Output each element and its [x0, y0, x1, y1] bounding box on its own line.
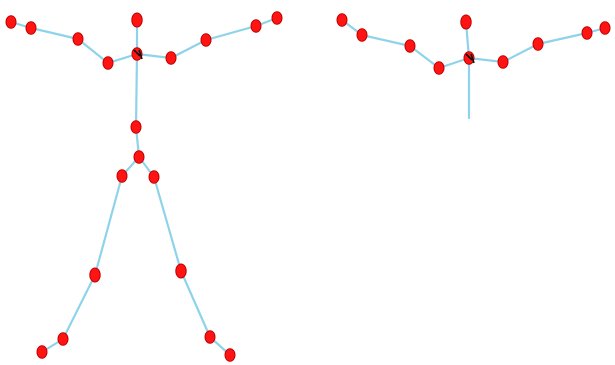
- bone-r_knee-r_ankle: [181, 271, 210, 337]
- joint-pelvis: [134, 151, 144, 163]
- joint-r-hip: [149, 171, 159, 183]
- joint-r-shoulder: [166, 52, 176, 64]
- joint-l-hand: [337, 14, 347, 26]
- joint-r-elbow: [533, 38, 543, 50]
- bone-l_elbow-l_wrist: [362, 35, 410, 46]
- upper-body-skeleton: [337, 14, 610, 118]
- joint-head: [461, 15, 471, 29]
- bone-r_hip-r_knee: [154, 177, 181, 271]
- joint-l-elbow: [405, 40, 415, 52]
- joint-r-hand: [600, 22, 610, 34]
- joint-l-elbow: [73, 33, 83, 45]
- joint-neck: [464, 52, 474, 64]
- joint-r-elbow: [201, 34, 211, 46]
- joint-r-ankle: [205, 331, 215, 343]
- joint-l-wrist: [357, 29, 367, 41]
- bone-r_shoulder-r_elbow: [171, 40, 206, 58]
- joint-r-hand: [272, 12, 282, 24]
- bone-l_hip-l_knee: [95, 176, 122, 275]
- bone-r_shoulder-r_elbow: [503, 44, 538, 62]
- joint-spine: [131, 121, 141, 133]
- bone-l_knee-l_ankle: [63, 275, 95, 339]
- bone-r_elbow-r_wrist: [206, 26, 256, 40]
- joint-head: [132, 13, 142, 27]
- joint-l-foot: [37, 346, 47, 358]
- joint-l-wrist: [26, 22, 36, 34]
- joint-r-foot: [225, 349, 235, 361]
- joint-l-shoulder: [103, 57, 113, 69]
- joint-l-hand: [6, 16, 16, 28]
- bone-neck-spine: [136, 54, 137, 127]
- joint-l-hip: [117, 170, 127, 182]
- joint-r-shoulder: [498, 56, 508, 68]
- bone-l_elbow-l_wrist: [31, 28, 78, 39]
- bone-r_elbow-r_wrist: [538, 33, 587, 44]
- joint-r-wrist: [251, 20, 261, 32]
- joint-l-knee: [90, 268, 100, 282]
- joint-neck: [132, 48, 142, 60]
- joint-l-shoulder: [434, 62, 444, 74]
- joint-l-ankle: [58, 333, 68, 345]
- full-skeleton: [6, 12, 282, 361]
- joint-r-wrist: [582, 27, 592, 39]
- joint-r-knee: [176, 264, 186, 278]
